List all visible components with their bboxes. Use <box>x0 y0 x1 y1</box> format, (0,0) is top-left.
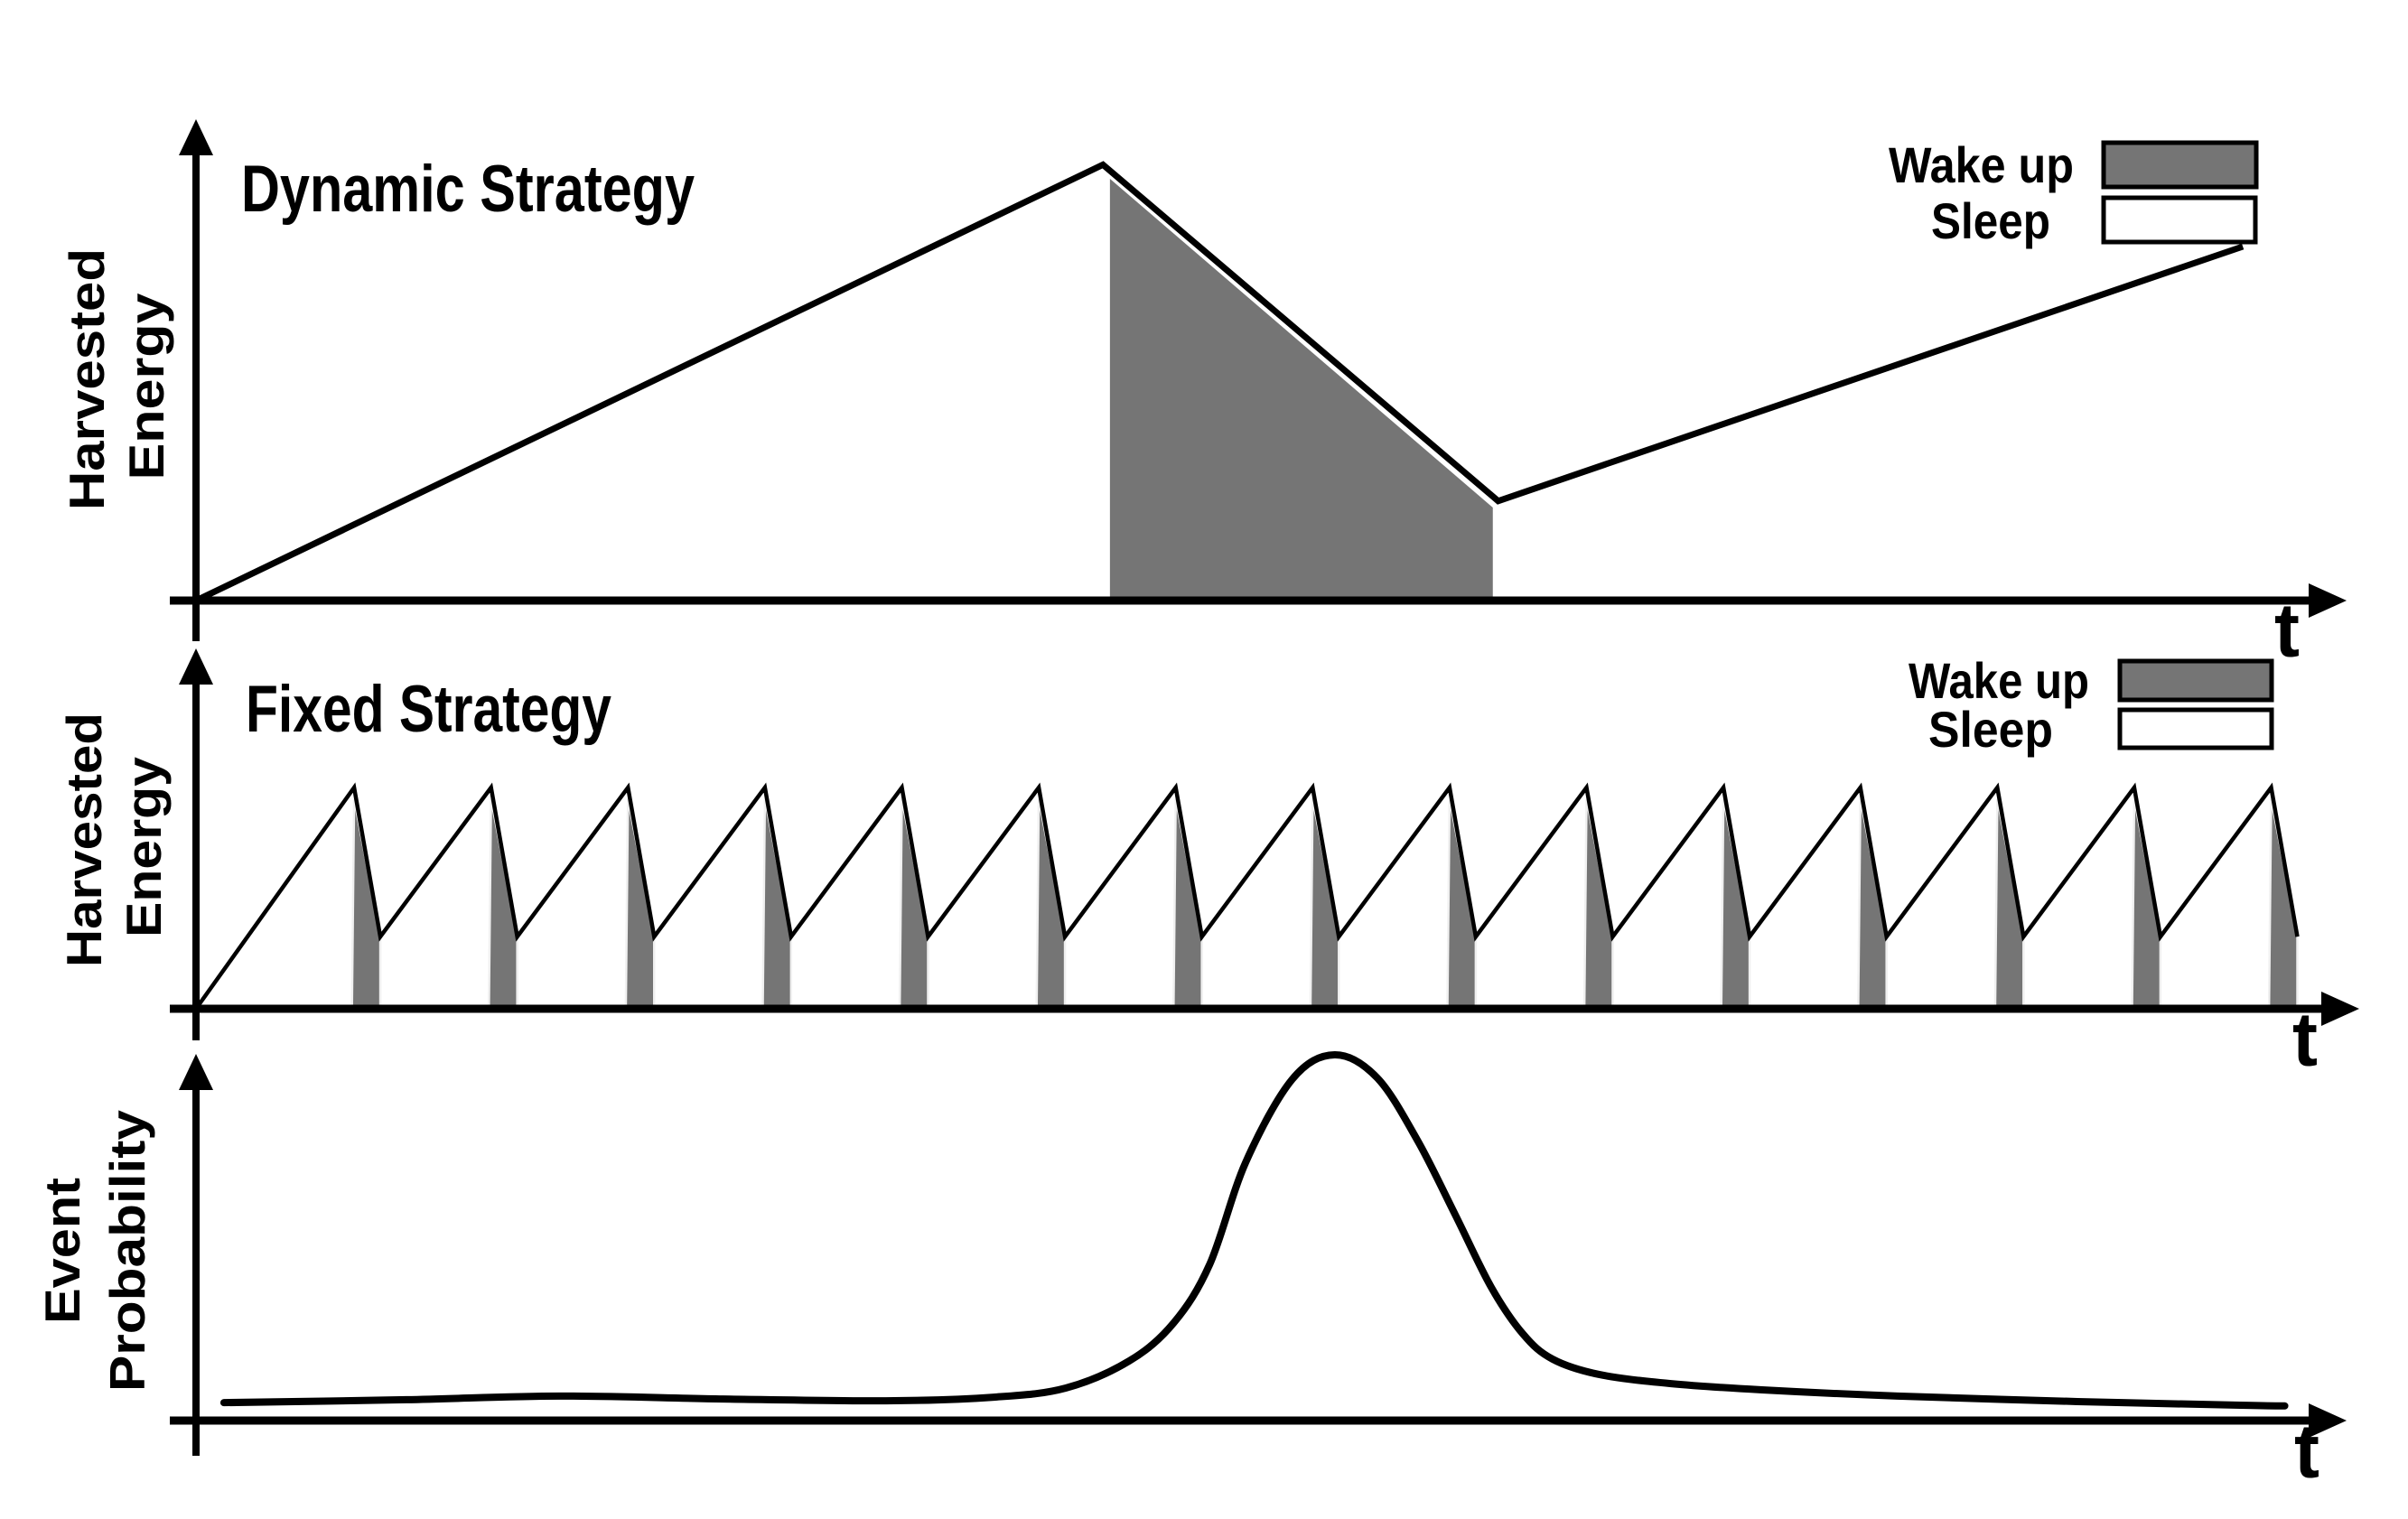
legend-wake-swatch <box>2101 140 2259 190</box>
y-axis-label-line2: Energy <box>116 757 172 937</box>
harvested-energy-line <box>194 161 2245 604</box>
y-axis-label-line2: Probability <box>99 1110 155 1392</box>
x-axis-arrowhead-icon <box>2321 992 2359 1026</box>
y-axis-arrowhead-icon <box>179 119 213 155</box>
fixed-strategy-chart: Fixed Strategy Harvested Energy t Wake u… <box>56 648 2359 1082</box>
y-axis-arrowhead-icon <box>179 648 213 685</box>
dynamic-strategy-chart: Dynamic Strategy Harvested Energy t Wake… <box>59 119 2347 673</box>
legend-wake-label: Wake up <box>1909 652 2089 709</box>
legend-sleep-label: Sleep <box>1931 192 2050 249</box>
legend-wake-label: Wake up <box>1889 136 2074 193</box>
harvested-energy-sawtooth-line <box>194 782 2300 1011</box>
y-axis-label-line1: Event <box>34 1178 90 1324</box>
y-axis-label-line1: Harvested <box>56 713 112 967</box>
x-axis-arrowhead-icon <box>2309 1403 2347 1438</box>
y-axis-label-line2: Energy <box>118 293 174 480</box>
x-axis-label-t: t <box>2292 997 2318 1082</box>
event-probability-curve <box>219 1050 2289 1410</box>
chart-title: Fixed Strategy <box>246 673 611 746</box>
wake-region-fill <box>1106 171 1497 601</box>
chart-title: Dynamic Strategy <box>241 153 695 226</box>
legend: Wake up Sleep <box>1909 652 2274 758</box>
y-axis-label-line1: Harvested <box>59 248 115 510</box>
legend: Wake up Sleep <box>1889 136 2259 249</box>
event-probability-chart: Event Probability t <box>34 1050 2347 1494</box>
x-axis-label-t: t <box>2274 588 2300 673</box>
legend-sleep-label: Sleep <box>1928 701 2053 758</box>
legend-sleep-swatch <box>2101 195 2258 245</box>
legend-wake-swatch <box>2117 658 2274 703</box>
x-axis-arrowhead-icon <box>2309 583 2347 618</box>
x-axis-label-t: t <box>2294 1409 2319 1494</box>
y-axis-arrowhead-icon <box>179 1054 213 1090</box>
legend-sleep-swatch <box>2117 707 2274 750</box>
